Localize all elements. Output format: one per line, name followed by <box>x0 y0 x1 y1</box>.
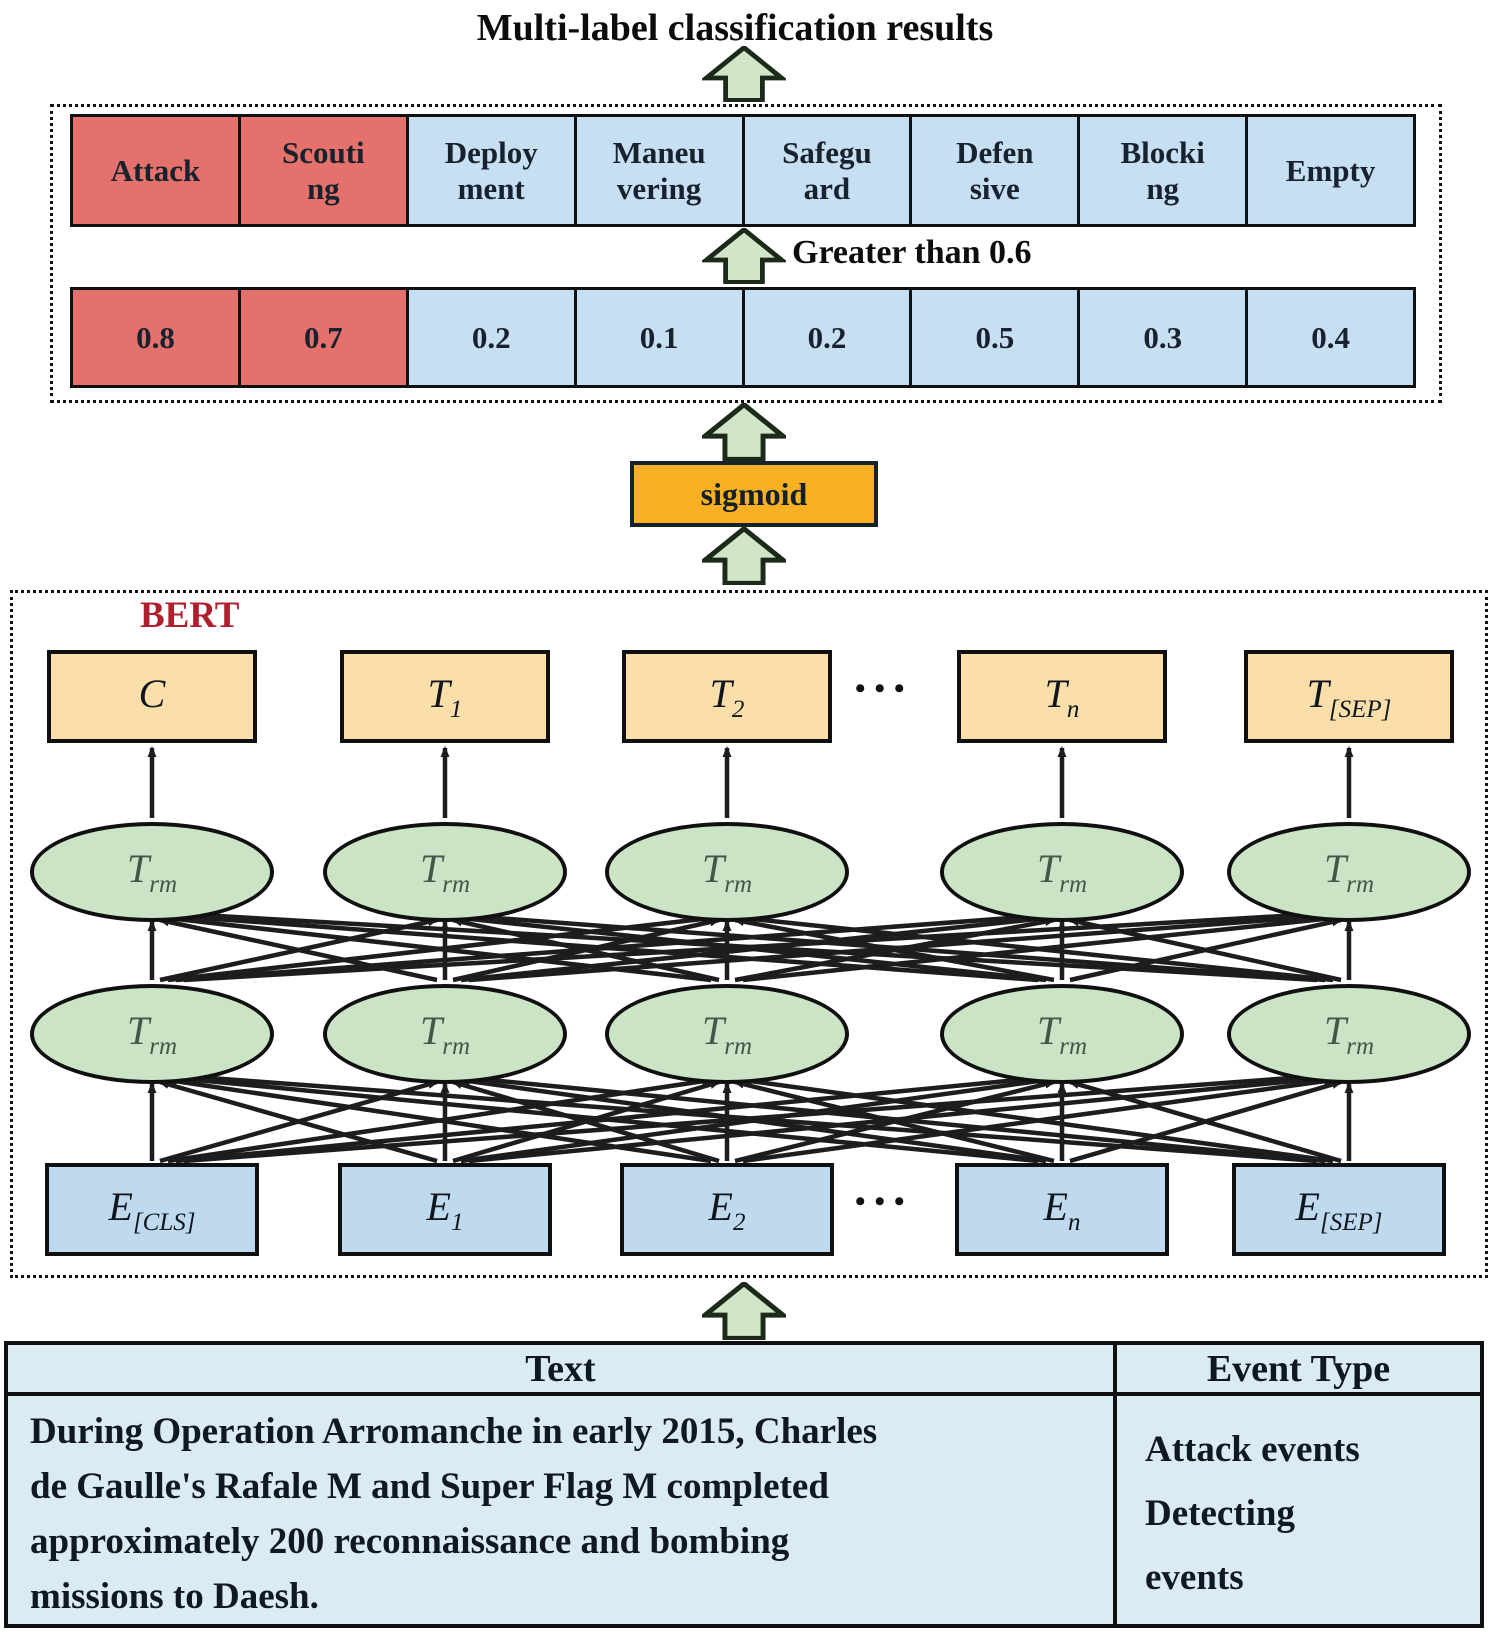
sigmoid-box: sigmoid <box>630 461 878 527</box>
output-box-tn: Tn <box>957 650 1167 743</box>
sample-table: Text Event Type During Operation Arroman… <box>4 1341 1484 1628</box>
output-box-tsep: T[SEP] <box>1244 650 1454 743</box>
ellipsis-inputs: ••• <box>855 1185 914 1218</box>
label-cell: Safegu ard <box>744 117 913 224</box>
score-row: 0.8 0.7 0.2 0.1 0.2 0.5 0.3 0.4 <box>70 287 1416 388</box>
up-arrow-icon <box>702 527 786 585</box>
output-label: T[SEP] <box>1306 670 1392 723</box>
score-cell: 0.2 <box>744 290 913 385</box>
score-cell: 0.5 <box>912 290 1081 385</box>
trm-label: Trm <box>126 1008 178 1060</box>
up-arrow-icon <box>702 1282 786 1340</box>
input-box-en: En <box>955 1163 1169 1256</box>
trm-ellipse: Trm <box>605 822 849 922</box>
score-cell: 0.2 <box>408 290 577 385</box>
label-cell: Maneu vering <box>576 117 745 224</box>
label-cell: Attack <box>73 117 241 224</box>
trm-label: Trm <box>1323 1008 1375 1060</box>
trm-ellipse: Trm <box>1227 984 1471 1084</box>
output-box-t2: T2 <box>622 650 832 743</box>
trm-ellipse: Trm <box>940 984 1184 1084</box>
trm-ellipse: Trm <box>1227 822 1471 922</box>
trm-label: Trm <box>1323 846 1375 898</box>
trm-ellipse: Trm <box>30 822 274 922</box>
trm-ellipse: Trm <box>30 984 274 1084</box>
trm-label: Trm <box>701 846 753 898</box>
trm-label: Trm <box>419 846 471 898</box>
trm-ellipse: Trm <box>323 822 567 922</box>
trm-label: Trm <box>701 1008 753 1060</box>
input-label: E1 <box>426 1183 464 1236</box>
input-box-e2: E2 <box>620 1163 834 1256</box>
input-box-e1: E1 <box>338 1163 552 1256</box>
up-arrow-icon <box>702 228 786 284</box>
output-label: Tn <box>1044 670 1080 723</box>
input-label: E2 <box>708 1183 746 1236</box>
trm-label: Trm <box>419 1008 471 1060</box>
trm-ellipse: Trm <box>323 984 567 1084</box>
table-header-text: Text <box>8 1345 1113 1396</box>
output-label: T2 <box>709 670 745 723</box>
output-label: T1 <box>427 670 463 723</box>
sigmoid-label: sigmoid <box>700 475 808 512</box>
score-cell: 0.7 <box>240 290 409 385</box>
up-arrow-icon <box>702 46 786 102</box>
score-cell: 0.8 <box>73 290 241 385</box>
score-cell: 0.1 <box>576 290 745 385</box>
threshold-label: Greater than 0.6 <box>792 234 1032 271</box>
trm-label: Trm <box>1036 846 1088 898</box>
bert-label: BERT <box>140 595 240 636</box>
input-label: En <box>1043 1183 1081 1236</box>
figure-title: Multi-label classification results <box>476 7 994 49</box>
label-cell: Deploy ment <box>408 117 577 224</box>
score-cell: 0.3 <box>1080 290 1249 385</box>
up-arrow-icon <box>702 403 786 461</box>
output-box-t1: T1 <box>340 650 550 743</box>
trm-ellipse: Trm <box>940 822 1184 922</box>
input-label: E[CLS] <box>108 1183 196 1236</box>
output-label: C <box>138 670 166 716</box>
table-cell-text: During Operation Arromanche in early 201… <box>30 1411 878 1617</box>
bert-connections <box>147 746 1354 1164</box>
label-cell: Defen sive <box>912 117 1081 224</box>
label-cell: Scouti ng <box>240 117 409 224</box>
input-box-ecls: E[CLS] <box>45 1163 259 1256</box>
input-label: E[SEP] <box>1295 1183 1383 1236</box>
label-row: Attack Scouti ng Deploy ment Maneu verin… <box>70 114 1416 227</box>
ellipsis-outputs: ••• <box>855 672 914 705</box>
table-header-event-type: Event Type <box>1113 1345 1480 1396</box>
score-cell: 0.4 <box>1248 290 1413 385</box>
label-cell: Empty <box>1248 117 1413 224</box>
input-box-esep: E[SEP] <box>1232 1163 1446 1256</box>
trm-label: Trm <box>126 846 178 898</box>
output-box-c: C <box>47 650 257 743</box>
label-cell: Blocki ng <box>1080 117 1249 224</box>
trm-label: Trm <box>1036 1008 1088 1060</box>
table-cell-event-type: Attack events Detecting events <box>1113 1396 1480 1624</box>
trm-ellipse: Trm <box>605 984 849 1084</box>
